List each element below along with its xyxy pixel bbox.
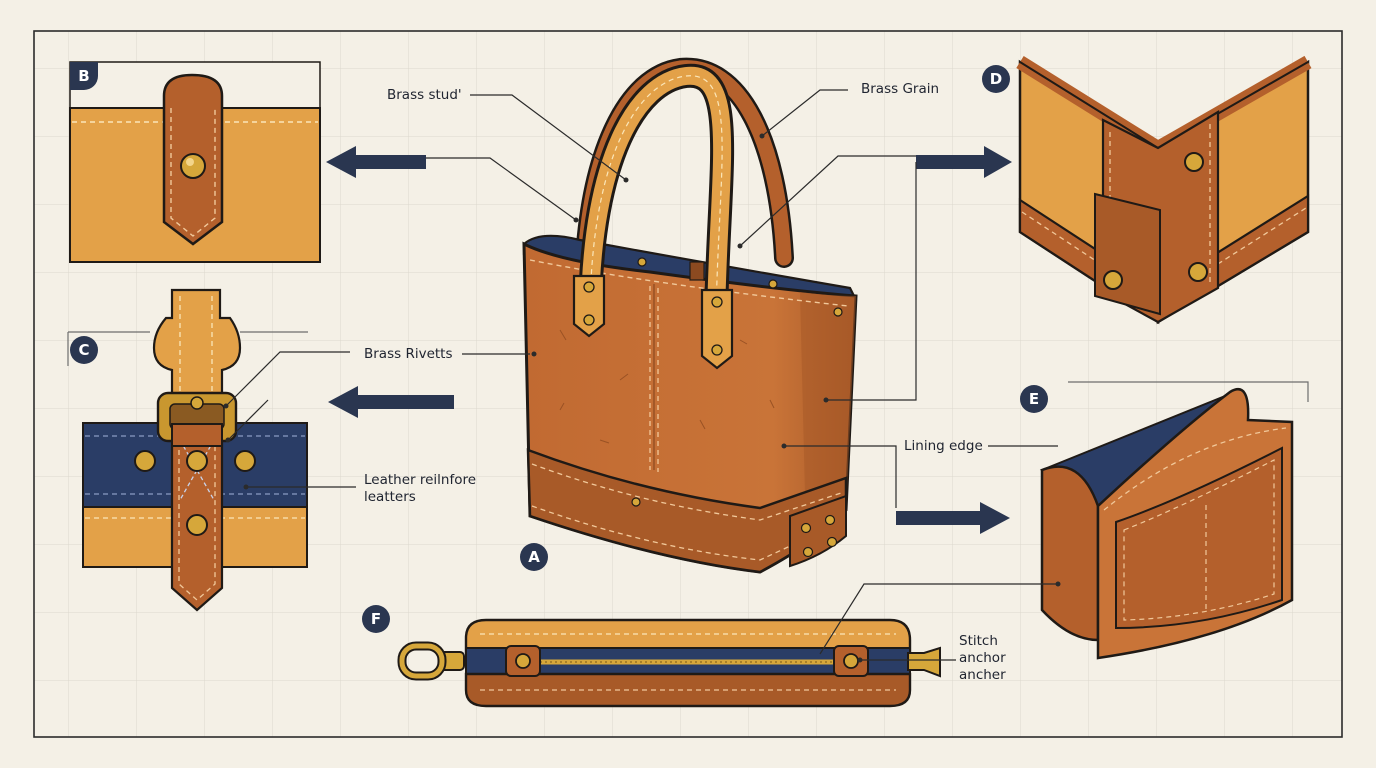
label-brass-stud: Brass stud' xyxy=(387,87,462,103)
label-brass-grain: Brass Grain xyxy=(861,81,940,97)
brass-stud-b xyxy=(180,153,206,179)
detail-f-zipper xyxy=(397,618,941,708)
detail-e-lining-pocket xyxy=(1039,381,1309,660)
arrow-to-c xyxy=(328,386,454,418)
label-stitch-anchor-3: ancher xyxy=(959,667,1006,683)
detail-d-corner xyxy=(1016,55,1312,325)
badge-e: E xyxy=(1020,385,1048,413)
detail-c-buckle xyxy=(67,288,308,612)
badge-d: D xyxy=(982,65,1010,93)
arrow-to-d xyxy=(916,146,1012,178)
leader-dots xyxy=(223,133,1061,663)
arrow-to-b xyxy=(326,146,426,178)
outer-frame xyxy=(33,30,1343,738)
detail-b-strap-tab xyxy=(69,61,321,263)
badge-b: B xyxy=(70,62,98,90)
label-stitch-anchor-1: Stitch xyxy=(959,633,998,649)
label-leather-reinforce-1: Leather reilnfore xyxy=(364,472,477,488)
label-leather-reinforce-2: leatters xyxy=(364,489,416,505)
label-lining-edge: Lining edge xyxy=(904,438,983,454)
badge-a: A xyxy=(520,543,548,571)
label-brass-rivets: Brass Rivetts xyxy=(364,346,453,362)
badge-f: F xyxy=(362,605,390,633)
leader-lines xyxy=(225,89,1058,661)
main-tote-bag xyxy=(522,57,858,574)
badge-c: C xyxy=(70,336,98,364)
arrow-to-e xyxy=(896,502,1010,534)
label-stitch-anchor-2: anchor xyxy=(959,650,1006,666)
